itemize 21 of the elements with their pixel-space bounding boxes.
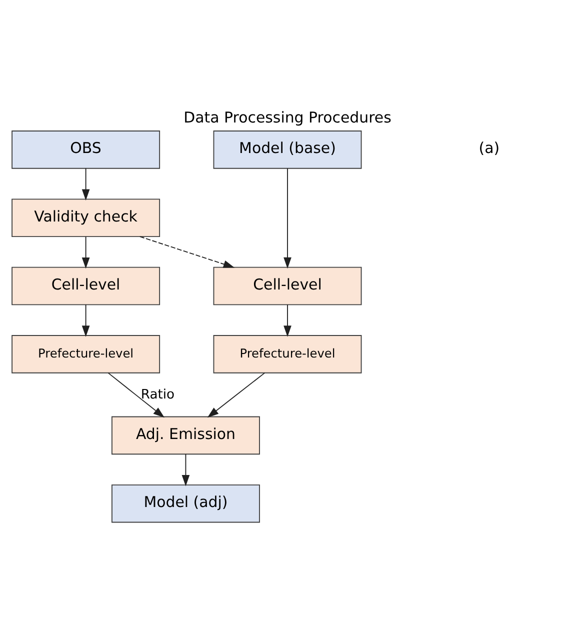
node-box: OBS <box>12 130 160 169</box>
node-box: Prefecture-level <box>213 335 362 374</box>
arrow <box>108 372 164 418</box>
arrow <box>82 304 90 337</box>
arrow <box>82 236 90 269</box>
node-box: Model (adj) <box>111 484 260 523</box>
node-box: Adj. Emission <box>111 416 260 455</box>
diagram-title: Data Processing Procedures <box>184 108 392 126</box>
arrow <box>82 168 90 201</box>
node-box: Model (base) <box>213 130 362 169</box>
node-box: Cell-level <box>12 266 160 306</box>
arrow <box>207 372 266 418</box>
node-box: Prefecture-level <box>12 335 160 374</box>
node-box: Validity check <box>12 198 160 237</box>
label: (a) <box>478 139 500 158</box>
arrow <box>284 168 292 269</box>
edge-label: Ratio <box>140 387 174 402</box>
arrow <box>182 454 190 486</box>
node-box: Cell-level <box>213 266 362 306</box>
arrow <box>139 236 235 268</box>
arrow <box>284 304 292 337</box>
